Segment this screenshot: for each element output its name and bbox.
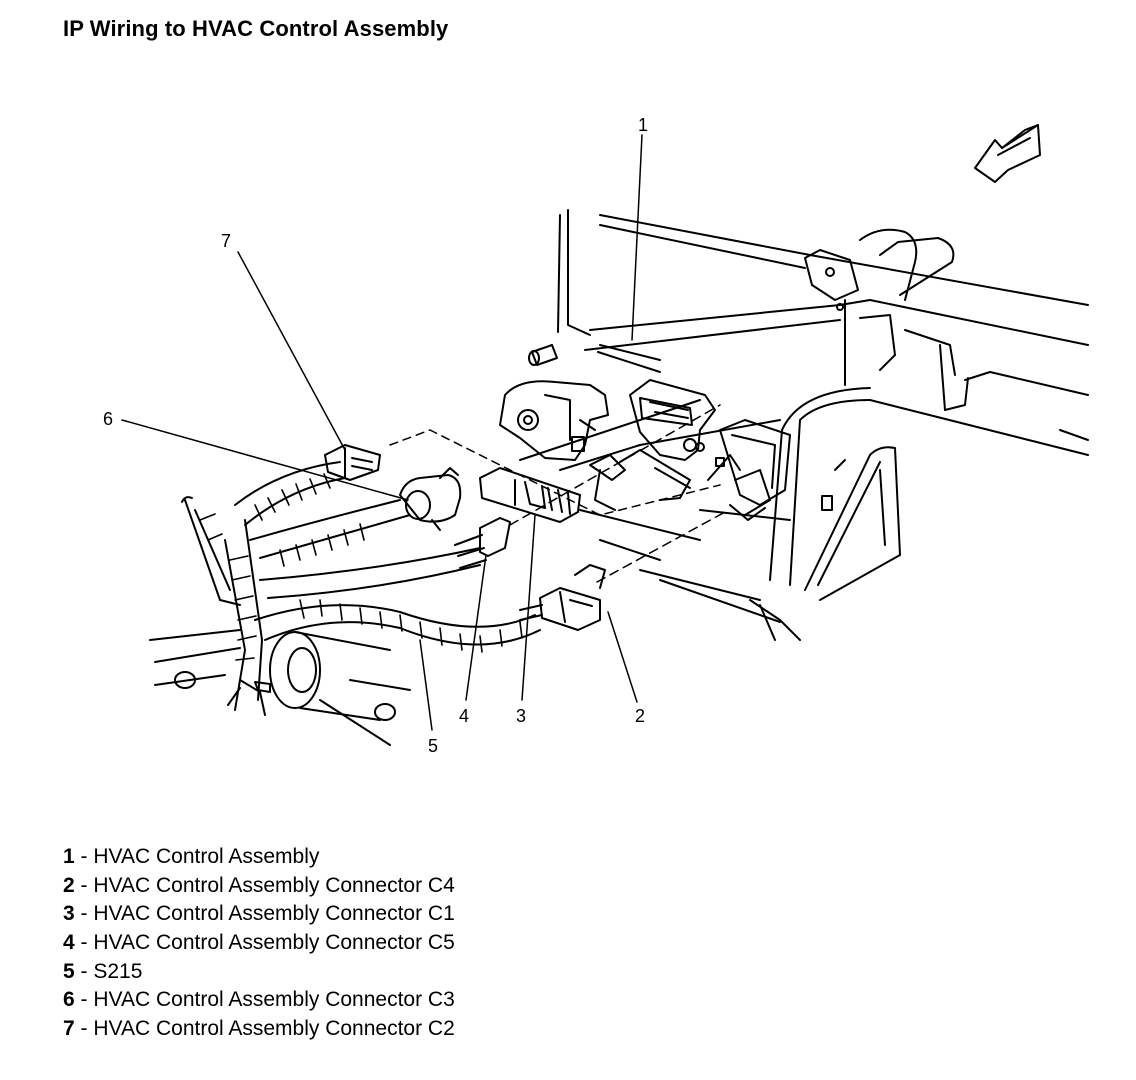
legend-number: 3 [63,902,75,926]
legend-item: 3 - HVAC Control Assembly Connector C1 [63,900,455,929]
legend: 1 - HVAC Control Assembly 2 - HVAC Contr… [63,843,455,1044]
legend-separator: - [74,873,94,897]
leader-line-4 [465,554,487,701]
connector-c5 [454,517,511,569]
callout-1: 1 [638,115,648,135]
legend-item: 6 - HVAC Control Assembly Connector C3 [63,986,455,1015]
legend-separator: - [74,959,94,983]
connector-c2 [324,444,381,481]
leader-line-7 [237,251,346,451]
legend-item: 1 - HVAC Control Assembly [63,843,455,872]
legend-label: HVAC Control Assembly Connector C3 [93,988,455,1012]
legend-item: 7 - HVAC Control Assembly Connector C2 [63,1015,455,1044]
legend-label: S215 [93,959,143,983]
leader-line-2 [607,611,638,703]
legend-separator: - [74,988,94,1012]
legend-number: 6 [63,988,75,1012]
legend-label: HVAC Control Assembly Connector C1 [93,902,455,926]
legend-item: 2 - HVAC Control Assembly Connector C4 [63,872,455,901]
callout-4: 4 [459,706,469,726]
wiring-harness [181,461,541,711]
leader-line-3 [521,514,536,701]
hvac-control-module [499,344,791,521]
legend-label: HVAC Control Assembly Connector C4 [93,873,455,897]
callout-5: 5 [428,736,438,756]
callout-6: 6 [103,409,113,429]
legend-label: HVAC Control Assembly Connector C5 [93,931,455,955]
wiring-diagram: 1 2 3 4 5 6 7 [103,115,1089,756]
legend-label: HVAC Control Assembly Connector C2 [93,1017,455,1041]
legend-separator: - [74,1017,94,1041]
legend-number: 4 [63,931,75,955]
leader-line-1 [631,134,643,341]
legend-label: HVAC Control Assembly [93,845,320,868]
legend-number: 7 [63,1017,75,1041]
legend-number: 2 [63,873,75,897]
page-title: IP Wiring to HVAC Control Assembly [63,16,449,41]
legend-separator: - [74,902,94,926]
connector-c1 [479,467,581,523]
callout-2: 2 [635,706,645,726]
leader-line-6 [121,419,409,501]
connector-c4 [519,564,606,631]
direction-arrow-icon [974,124,1041,183]
leader-lines [121,134,726,731]
legend-item: 5 - S215 [63,958,455,987]
instrument-panel-frame [149,209,1089,746]
leader-line-5 [419,639,433,731]
legend-separator: - [74,845,94,868]
callout-3: 3 [516,706,526,726]
legend-item: 4 - HVAC Control Assembly Connector C5 [63,929,455,958]
legend-number: 5 [63,959,75,983]
legend-separator: - [74,931,94,955]
legend-number: 1 [63,845,75,868]
connector-c3 [399,467,462,531]
callout-7: 7 [221,231,231,251]
